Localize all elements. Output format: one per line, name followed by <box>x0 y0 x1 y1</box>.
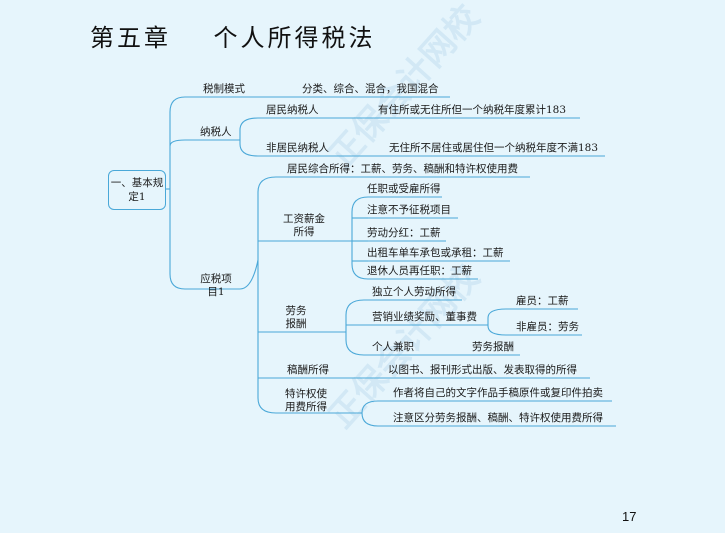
node-nonresident: 非居民纳税人 <box>266 142 329 154</box>
node-royalty: 稿酬所得 <box>287 364 329 376</box>
root-node: 一、基本规定1 <box>108 170 166 210</box>
node-taxpayer: 纳税人 <box>200 126 232 138</box>
page-title: 第五章 个人所得税法 <box>90 24 376 52</box>
node-franchise-detail: 作者将自己的文字作品手稿原件或复印件拍卖 <box>393 387 603 399</box>
node-wages-item: 劳动分红：工薪 <box>367 227 441 239</box>
node-resident: 居民纳税人 <box>266 104 319 116</box>
node-labor-independent: 独立个人劳动所得 <box>372 286 456 298</box>
node-wages-item: 出租车单车承包或承租：工薪 <box>367 247 504 259</box>
node-tax-system: 税制模式 <box>203 83 245 95</box>
node-nonresident-detail: 无住所不居住或居住但一个纳税年度不满183 <box>389 142 599 154</box>
node-labor-parttime-result: 劳务报酬 <box>472 341 514 353</box>
node-resident-detail: 有住所或无住所但一个纳税年度累计183 <box>378 104 567 116</box>
node-wages-item: 退休人员再任职：工薪 <box>367 265 472 277</box>
node-wages-item: 任职或受雇所得 <box>367 183 441 195</box>
node-resident-comprehensive: 居民综合所得：工薪、劳务、稿酬和特许权使用费 <box>287 163 518 175</box>
node-franchise: 特许权使用费所得 <box>285 388 327 413</box>
node-wages: 工资薪金所得 <box>283 213 325 238</box>
node-franchise-detail: 注意区分劳务报酬、稿酬、特许权使用费所得 <box>393 412 603 424</box>
node-labor: 劳务报酬 <box>285 305 307 330</box>
node-wages-item: 注意不予征税项目 <box>367 204 451 216</box>
node-labor-parttime: 个人兼职 <box>372 341 414 353</box>
node-labor-nonemployee: 非雇员：劳务 <box>516 321 579 333</box>
node-labor-marketing: 营销业绩奖励、董事费 <box>372 311 477 323</box>
node-royalty-detail: 以图书、报刊形式出版、发表取得的所得 <box>388 364 577 376</box>
page-number: 17 <box>622 509 637 524</box>
node-taxable-items: 应税项目1 <box>200 273 232 298</box>
node-tax-system-detail: 分类、综合、混合，我国混合 <box>302 83 439 95</box>
node-labor-employee: 雇员：工薪 <box>516 295 569 307</box>
